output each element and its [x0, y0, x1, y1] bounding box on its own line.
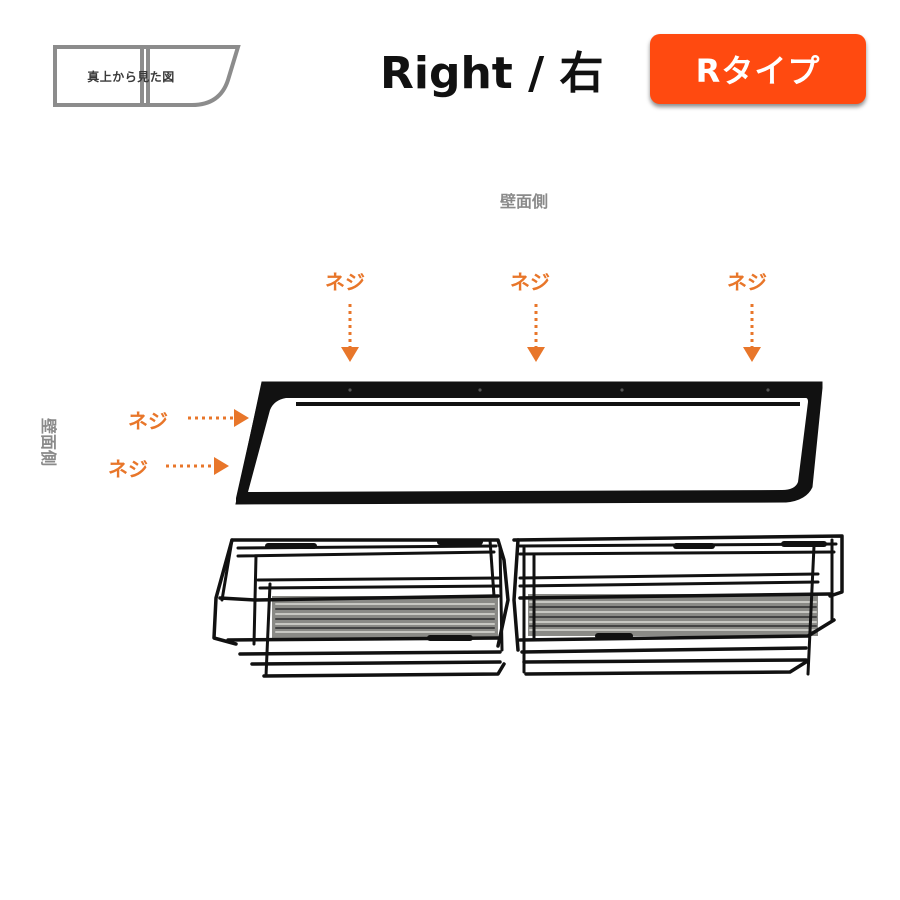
arrow-down-icon: [527, 347, 545, 362]
view-badge-outline-icon: [53, 45, 241, 107]
shelf-frame: [235, 381, 823, 505]
wire-baskets: [212, 534, 844, 678]
screw-arrows-top: [341, 304, 761, 362]
right-basket: [512, 534, 844, 676]
screw-label-side-2: ネジ: [108, 457, 148, 481]
type-badge: Rタイプ: [650, 34, 866, 104]
view-from-above-badge: 真上から見た図: [52, 44, 242, 108]
view-badge-label: 真上から見た図: [87, 69, 175, 84]
screw-label-side-1: ネジ: [128, 409, 168, 433]
screw-label-top-2: ネジ: [510, 270, 550, 294]
screw-label-top-1: ネジ: [325, 270, 365, 294]
arrow-right-icon: [234, 409, 249, 427]
arrow-right-icon: [214, 457, 229, 475]
screw-label-top-3: ネジ: [727, 270, 767, 294]
left-basket: [212, 538, 510, 678]
wall-side-label-top: 壁面側: [500, 192, 549, 211]
arrow-down-icon: [341, 347, 359, 362]
screw-arrows-side: [166, 409, 249, 475]
wall-side-label-left: 壁面側: [39, 417, 59, 467]
page-title: Right / 右: [380, 48, 604, 99]
arrow-down-icon: [743, 347, 761, 362]
